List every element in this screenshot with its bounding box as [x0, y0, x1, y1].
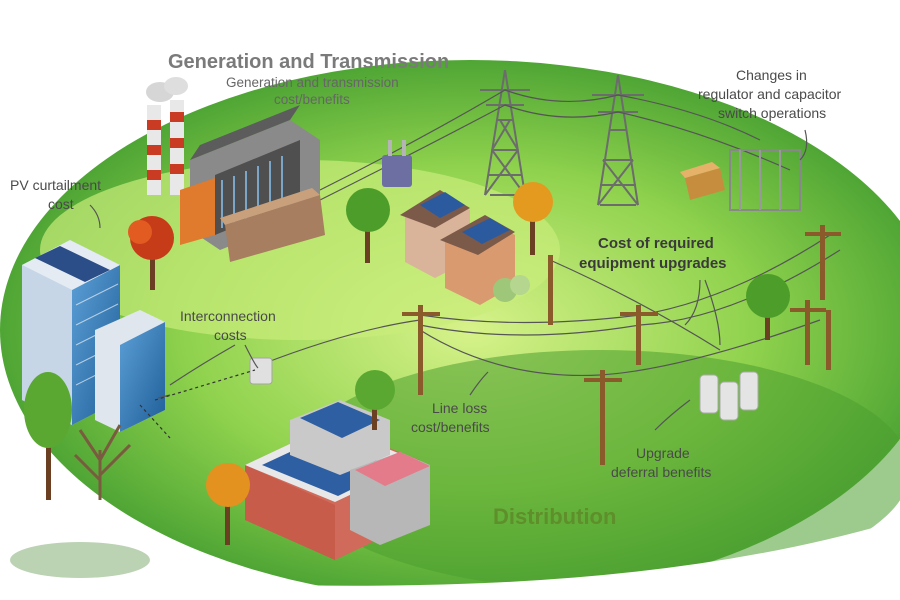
- generation-cost-label-line2: cost/benefits: [274, 92, 350, 107]
- power-plant: [146, 77, 325, 262]
- distribution-title: Distribution: [493, 504, 617, 529]
- pad-transformers: [699, 371, 759, 421]
- utility-poles: [402, 225, 841, 465]
- interconnection-label-line1: Interconnection: [180, 308, 276, 324]
- pv-curtailment-label-line1: PV curtailment: [10, 177, 102, 193]
- annotation-arrows: [89, 129, 808, 439]
- equipment-upgrades-label-line1: Cost of required: [598, 235, 714, 252]
- pv-curtailment-label-line2: cost: [48, 196, 74, 212]
- pole-transformer-top: [382, 140, 412, 187]
- line-loss-label-line1: Line loss: [432, 400, 488, 416]
- deferral-label-line1: Upgrade: [636, 445, 690, 461]
- substation: [680, 149, 801, 211]
- regulator-label-line3: switch operations: [718, 105, 827, 121]
- regulator-label-line1: Changes in: [736, 67, 807, 83]
- regulator-label-line2: regulator and capacitor: [698, 86, 842, 102]
- generation-cost-label-line1: Generation and transmission: [226, 75, 399, 90]
- equipment-upgrades-label-line2: equipment upgrades: [579, 255, 727, 272]
- trees: [24, 182, 790, 545]
- deferral-label-line2: deferral benefits: [611, 464, 712, 480]
- factory-with-solar: [245, 400, 430, 560]
- line-loss-label-line2: cost/benefits: [411, 419, 490, 435]
- generation-transmission-title: Generation and Transmission: [168, 51, 450, 73]
- interconnection-label-line2: costs: [214, 327, 247, 343]
